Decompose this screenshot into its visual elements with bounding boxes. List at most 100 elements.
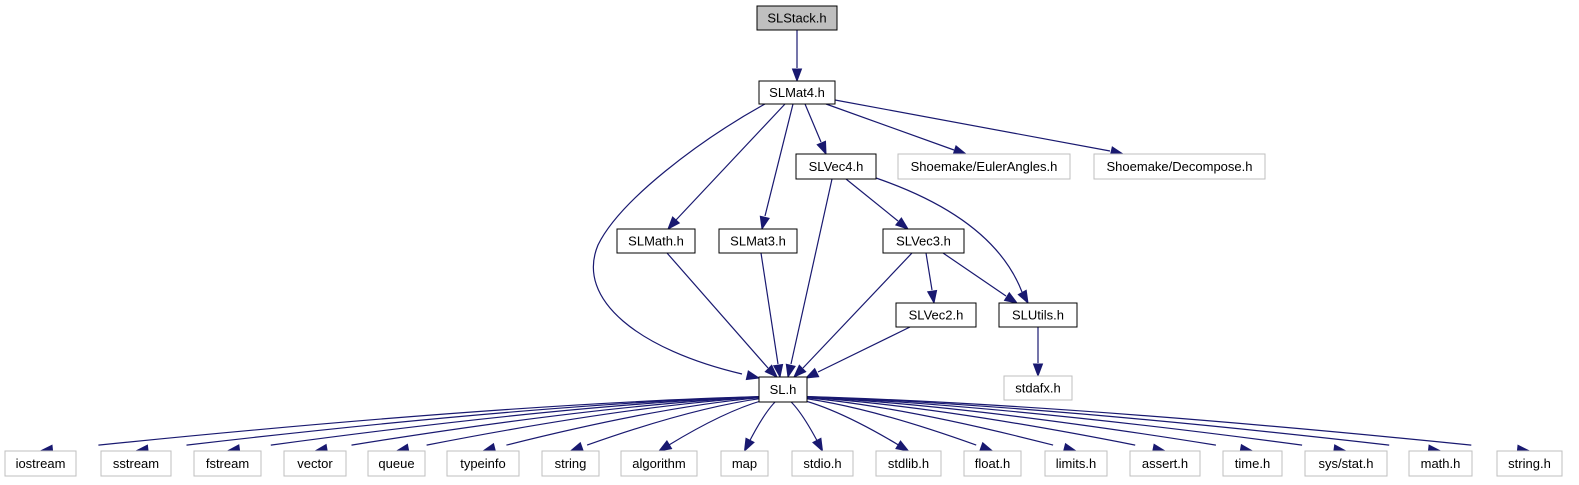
node-box <box>100 450 172 477</box>
node-sl[interactable]: SL.h <box>758 376 808 403</box>
node-slvec2[interactable]: SLVec2.h <box>895 302 977 328</box>
edge-line <box>834 99 1111 152</box>
node-label: float.h <box>975 456 1010 471</box>
edge-line <box>782 395 1054 446</box>
arrowhead <box>759 215 770 231</box>
node-slmat3[interactable]: SLMat3.h <box>718 228 798 254</box>
arrowhead <box>772 363 784 379</box>
edge-slutils-to-stdafx <box>1032 327 1044 378</box>
node-stdlib: stdlib.h <box>875 450 942 477</box>
node-map: map <box>720 450 769 477</box>
node-box <box>791 450 854 477</box>
node-box <box>756 5 838 31</box>
node-slstack: SLStack.h <box>756 5 838 31</box>
edge-line <box>782 395 1303 446</box>
node-slmat4[interactable]: SLMat4.h <box>758 80 836 105</box>
node-box <box>446 450 520 477</box>
node-box <box>998 302 1078 328</box>
edges-layer <box>39 30 1531 455</box>
edge-sl-to-iostream <box>39 395 784 455</box>
node-label: assert.h <box>1142 456 1188 471</box>
edge-line <box>825 103 955 151</box>
node-box <box>4 450 77 477</box>
node-label: time.h <box>1235 456 1270 471</box>
node-slvec3[interactable]: SLVec3.h <box>882 228 965 254</box>
node-label: SLStack.h <box>767 11 826 26</box>
node-box <box>620 450 698 477</box>
edge-sl-to-time <box>782 395 1254 455</box>
arrowhead <box>894 217 910 230</box>
node-box <box>193 450 262 477</box>
edge-line <box>351 395 784 446</box>
edge-slmat3-to-sl <box>760 252 784 379</box>
edge-line <box>804 103 822 143</box>
edge-slvec3-to-slvec2 <box>925 252 938 305</box>
node-box <box>720 450 769 477</box>
edge-slvec4-to-sl <box>785 178 833 379</box>
arrowhead <box>816 140 827 156</box>
edge-line <box>764 103 794 217</box>
node-stdio: stdio.h <box>791 450 854 477</box>
edge-slmat4-to-decompose <box>834 99 1125 157</box>
node-label: string.h <box>1508 456 1551 471</box>
edge-line <box>802 252 913 369</box>
node-label: SLVec3.h <box>896 234 951 249</box>
node-limits: limits.h <box>1044 450 1108 477</box>
edge-line <box>506 395 784 446</box>
node-box <box>875 450 942 477</box>
edge-slmat4-to-slvec4 <box>804 103 827 156</box>
node-box <box>1222 450 1283 477</box>
node-box <box>758 376 808 403</box>
node-label: stdafx.h <box>1015 381 1061 396</box>
edge-line <box>845 178 899 222</box>
node-label: SLMath.h <box>628 234 684 249</box>
node-label: typeinfo <box>460 456 506 471</box>
arrowhead <box>791 68 803 83</box>
node-label: SL.h <box>770 382 797 397</box>
node-label: iostream <box>16 456 66 471</box>
edge-slvec4-to-slutils <box>875 177 1029 305</box>
node-iostream: iostream <box>4 450 77 477</box>
node-slutils[interactable]: SLUtils.h <box>998 302 1078 328</box>
node-label: SLMat4.h <box>769 85 825 100</box>
node-label: fstream <box>206 456 249 471</box>
arrowhead <box>764 364 779 379</box>
edge-sl-to-stdlib <box>782 395 910 452</box>
edge-line <box>782 395 1472 446</box>
node-fstream: fstream <box>193 450 262 477</box>
edge-slvec2-to-sl <box>804 326 911 379</box>
arrowhead <box>804 367 820 379</box>
node-label: stdlib.h <box>888 456 929 471</box>
node-label: sys/stat.h <box>1319 456 1374 471</box>
node-label: Shoemake/Decompose.h <box>1107 159 1253 174</box>
node-label: algorithm <box>632 456 685 471</box>
node-box <box>1408 450 1473 477</box>
node-string: string <box>541 450 600 477</box>
node-box <box>1044 450 1108 477</box>
node-slmath[interactable]: SLMath.h <box>616 228 696 254</box>
edge-line <box>675 103 786 221</box>
node-mathh: math.h <box>1408 450 1473 477</box>
arrowhead <box>569 441 585 452</box>
arrowhead <box>812 437 824 453</box>
node-decompose: Shoemake/Decompose.h <box>1093 153 1266 180</box>
node-slvec4[interactable]: SLVec4.h <box>795 153 877 180</box>
node-box <box>616 228 696 254</box>
edge-slvec3-to-slutils <box>942 252 1019 304</box>
node-stringh: string.h <box>1496 450 1563 477</box>
arrowhead <box>745 370 761 381</box>
edge-line <box>875 177 1023 293</box>
node-label: queue <box>378 456 414 471</box>
node-label: SLVec4.h <box>809 159 864 174</box>
edge-line <box>942 252 1007 297</box>
node-queue: queue <box>367 450 426 477</box>
arrowhead <box>1017 289 1029 305</box>
node-box <box>963 450 1022 477</box>
arrowhead <box>978 441 994 452</box>
arrowhead <box>895 440 910 452</box>
edge-slmath-to-sl <box>666 252 779 379</box>
node-vector: vector <box>283 450 347 477</box>
arrowhead <box>667 216 681 231</box>
